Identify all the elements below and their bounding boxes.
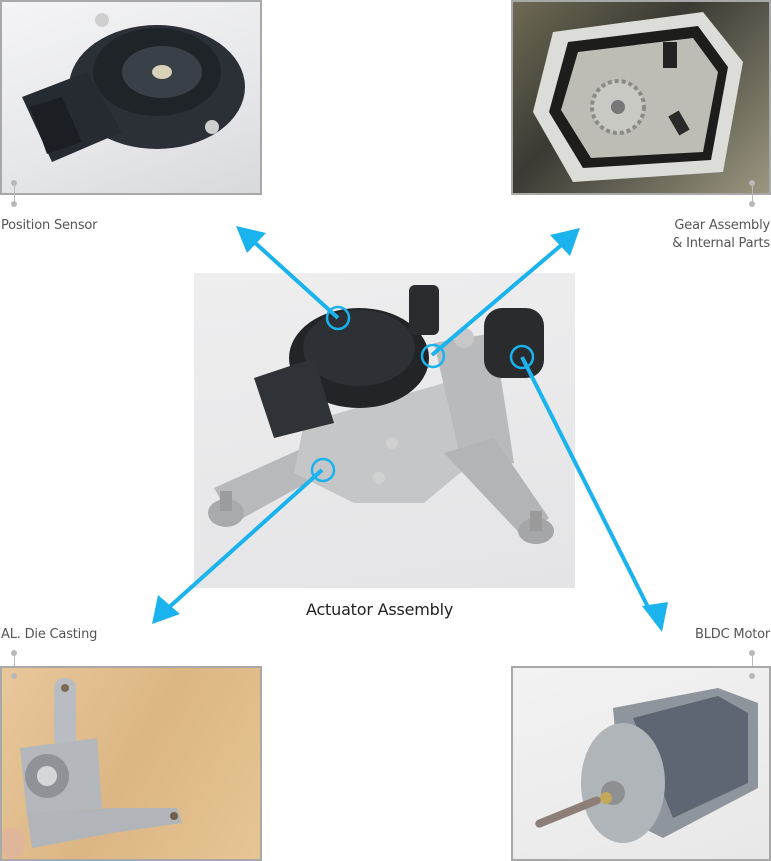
bldc-motor-connector-dot-bottom: [749, 673, 755, 679]
die-casting-label: AL. Die Casting: [1, 627, 98, 642]
gear-assembly-photo: [511, 0, 771, 195]
die-casting-illustration: [2, 678, 182, 858]
position-sensor-label: Position Sensor: [1, 218, 98, 233]
actuator-assembly-title: Actuator Assembly: [306, 600, 454, 619]
arrowhead-gear-assembly-icon: [550, 228, 580, 256]
die-casting-connector-line: [14, 653, 15, 673]
arrowhead-bldc-motor-icon: [642, 602, 668, 632]
position-sensor-photo: [0, 0, 262, 195]
gear-assembly-label: Gear Assembly & Internal Parts: [672, 217, 770, 253]
arrowhead-die-casting-icon: [152, 595, 180, 624]
actuator-assembly-photo: [194, 273, 575, 588]
gear-assembly-connector-dot-top: [749, 180, 755, 186]
bldc-motor-connector-line: [752, 653, 753, 673]
gear-assembly-connector-line: [752, 183, 753, 203]
bldc-motor-illustration: [535, 688, 758, 843]
position-sensor-illustration: [22, 13, 245, 162]
position-sensor-connector-dot-bottom: [11, 201, 17, 207]
bldc-motor-photo: [511, 666, 771, 861]
die-casting-photo: [0, 666, 262, 861]
position-sensor-connector-line: [14, 183, 15, 203]
gear-assembly-label-line2: & Internal Parts: [672, 236, 770, 251]
die-casting-connector-dot-bottom: [11, 673, 17, 679]
gear-assembly-connector-dot-bottom: [749, 201, 755, 207]
arrowhead-position-sensor-icon: [236, 226, 266, 253]
bldc-motor-label: BLDC Motor: [695, 627, 770, 642]
actuator-assembly-illustration: [208, 285, 554, 544]
position-sensor-connector-dot-top: [11, 180, 17, 186]
gear-assembly-label-line1: Gear Assembly: [674, 218, 770, 233]
gear-assembly-illustration: [533, 12, 743, 182]
